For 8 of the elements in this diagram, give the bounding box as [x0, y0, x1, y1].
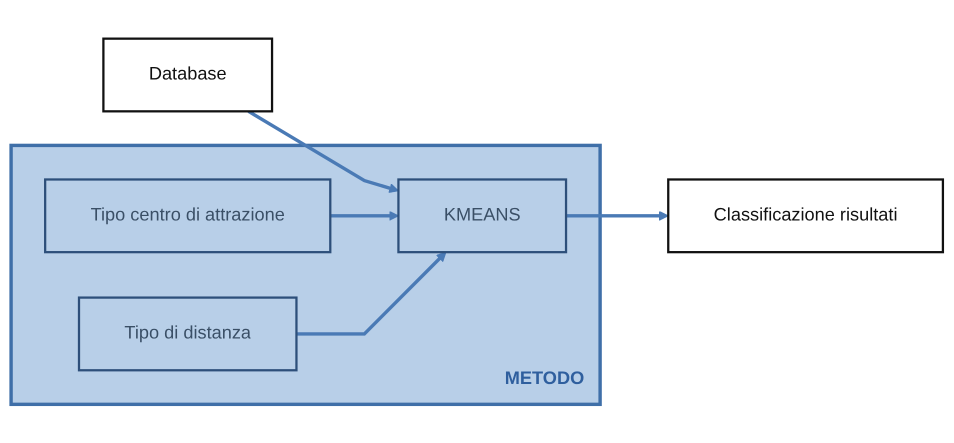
arrow [566, 210, 669, 221]
arrow [296, 252, 446, 336]
node-box: Tipo centro di attrazione [44, 178, 332, 254]
arrow [330, 210, 399, 221]
node-box: KMEANS [397, 178, 568, 254]
node-box: Classificazione risultati [667, 178, 944, 254]
node-box: Tipo di distanza [78, 296, 298, 372]
node-box: Database [102, 38, 274, 112]
